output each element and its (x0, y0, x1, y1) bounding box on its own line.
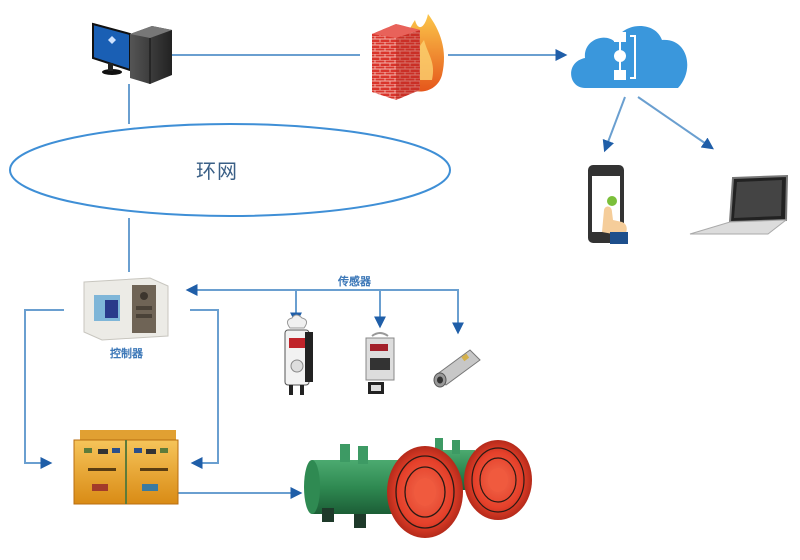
line-cloud-phone (602, 96, 626, 153)
ring-network-label: 环网 (196, 159, 238, 183)
fan-1 (304, 444, 463, 538)
switch-box-icon (73, 430, 179, 505)
line-sensor-bus (185, 284, 459, 330)
line-controller-switch-right (190, 309, 219, 469)
gas-sensor-icon (284, 314, 313, 395)
sensor-group-label: 传感器 (338, 275, 371, 288)
axial-fan-pair-icon (304, 438, 532, 538)
cloud-server-icon (571, 25, 688, 88)
cylindrical-sensor-icon (433, 349, 481, 388)
desktop-computer-icon (92, 22, 172, 84)
firewall-icon (372, 14, 445, 100)
line-controller-switch-left (24, 309, 64, 469)
laptop-icon (689, 174, 789, 235)
controller-label: 控制器 (110, 347, 143, 360)
ring-network-ellipse (9, 123, 451, 217)
line-cloud-laptop (637, 96, 714, 150)
connections (24, 49, 714, 499)
controller-device-icon (83, 277, 169, 341)
sensor-display-unit-icon (365, 332, 395, 394)
smartphone-icon (588, 165, 628, 244)
